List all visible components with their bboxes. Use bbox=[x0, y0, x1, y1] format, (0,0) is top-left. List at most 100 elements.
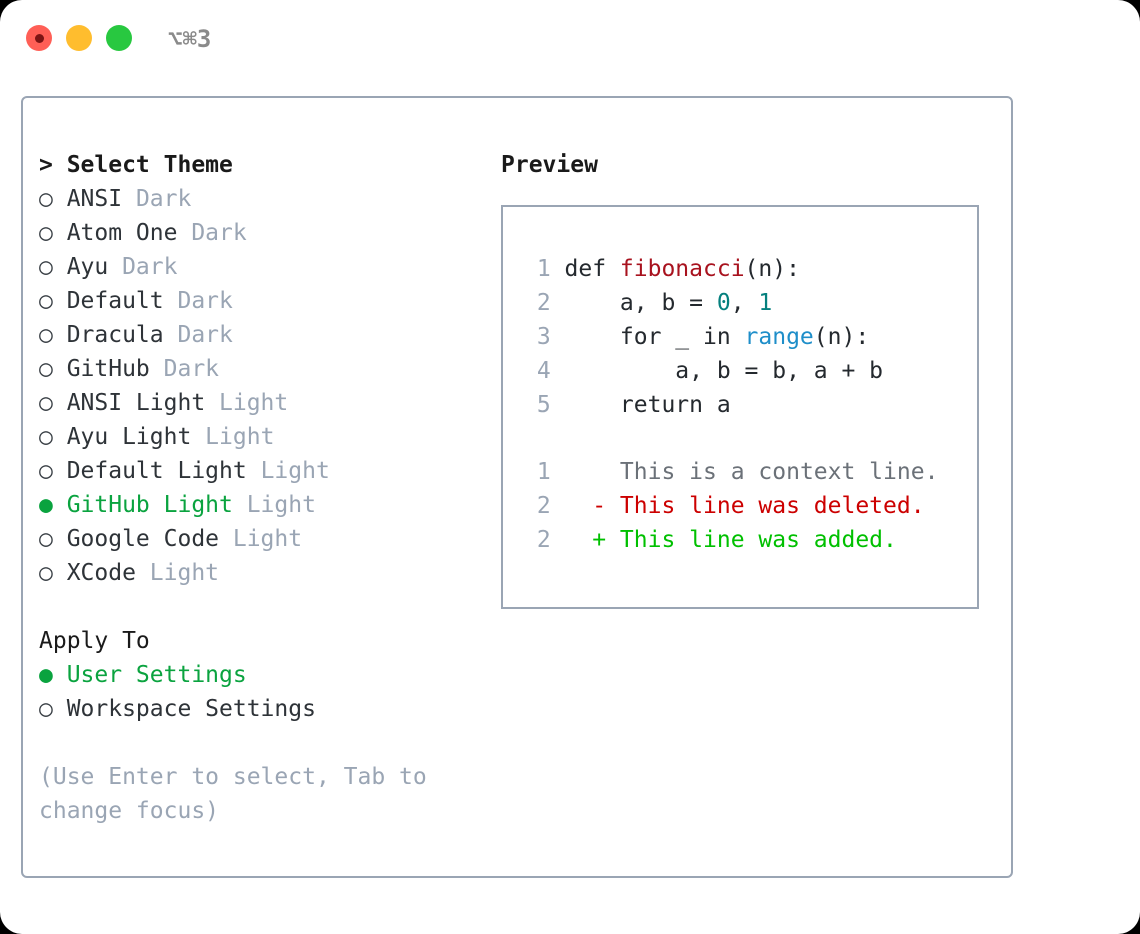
diff-line-number: 2 bbox=[536, 493, 551, 519]
diff-marker: + bbox=[564, 527, 607, 553]
minimize-window-button[interactable] bbox=[66, 25, 92, 51]
maximize-window-button[interactable] bbox=[106, 25, 132, 51]
radio-unselected-icon: ○ bbox=[39, 322, 53, 348]
theme-option[interactable]: ○ Atom One Dark bbox=[39, 216, 489, 250]
diff-line-text: This is a context line. bbox=[606, 459, 939, 485]
radio-selected-icon: ● bbox=[39, 662, 53, 688]
code-token: (n): bbox=[744, 256, 800, 282]
section-spacer bbox=[39, 590, 489, 624]
code-token: range bbox=[744, 324, 814, 350]
radio-unselected-icon: ○ bbox=[39, 356, 53, 382]
theme-option-label: Ayu bbox=[52, 254, 109, 280]
diff-line-number: 1 bbox=[536, 459, 551, 485]
main-panel: > Select Theme ○ ANSI Dark○ Atom One Dar… bbox=[21, 96, 1013, 878]
preview-heading: Preview bbox=[501, 152, 598, 178]
theme-option-tag: Light bbox=[205, 390, 289, 416]
theme-option[interactable]: ○ Dracula Dark bbox=[39, 318, 489, 352]
select-theme-heading: > Select Theme bbox=[39, 152, 233, 178]
theme-option-tag: Light bbox=[232, 492, 316, 518]
theme-option-label: GitHub Light bbox=[52, 492, 233, 518]
theme-option[interactable]: ○ ANSI Dark bbox=[39, 182, 489, 216]
code-line: 4 a, b = b, a + b bbox=[523, 354, 883, 388]
code-line-number: 4 bbox=[536, 358, 551, 384]
theme-option[interactable]: ● GitHub Light Light bbox=[39, 488, 489, 522]
close-window-button[interactable] bbox=[26, 25, 52, 51]
theme-option-tag: Dark bbox=[122, 186, 192, 212]
theme-option-label: Atom One bbox=[52, 220, 178, 246]
diff-line-number: 2 bbox=[536, 527, 551, 553]
code-token: (n): bbox=[813, 324, 870, 350]
theme-option-list[interactable]: ○ ANSI Dark○ Atom One Dark○ Ayu Dark○ De… bbox=[39, 182, 489, 590]
code-token: 1 bbox=[758, 290, 773, 316]
code-line-number: 3 bbox=[536, 324, 551, 350]
code-line: 2 a, b = 0, 1 bbox=[523, 286, 883, 320]
theme-option[interactable]: ○ Default Dark bbox=[39, 284, 489, 318]
theme-option-tag: Dark bbox=[163, 322, 233, 348]
diff-line: 2 + This line was added. bbox=[523, 523, 938, 557]
diff-marker bbox=[565, 459, 607, 485]
radio-unselected-icon: ○ bbox=[39, 254, 53, 280]
code-line-number: 5 bbox=[536, 392, 551, 418]
diff-marker: - bbox=[564, 493, 607, 519]
theme-option-label: ANSI bbox=[52, 186, 123, 212]
code-token: fibonacci bbox=[619, 256, 745, 282]
radio-unselected-icon: ○ bbox=[39, 288, 53, 314]
hint-spacer bbox=[39, 726, 489, 760]
theme-option-label: Ayu Light bbox=[52, 424, 192, 450]
apply-to-option-label: Workspace Settings bbox=[52, 696, 316, 722]
radio-selected-icon: ● bbox=[39, 492, 53, 518]
theme-option-tag: Light bbox=[191, 424, 275, 450]
theme-option[interactable]: ○ ANSI Light Light bbox=[39, 386, 489, 420]
code-token: return a bbox=[564, 392, 731, 418]
radio-unselected-icon: ○ bbox=[39, 390, 53, 416]
theme-option-tag: Dark bbox=[108, 254, 178, 280]
theme-option-label: Dracula bbox=[52, 322, 164, 348]
keyboard-shortcut-label: ⌥⌘3 bbox=[168, 25, 212, 53]
theme-option[interactable]: ○ Google Code Light bbox=[39, 522, 489, 556]
code-token: for _ in bbox=[564, 324, 745, 350]
apply-to-option-list[interactable]: ● User Settings○ Workspace Settings bbox=[39, 658, 489, 726]
diff-line: 1 This is a context line. bbox=[523, 455, 939, 489]
theme-option-label: GitHub bbox=[52, 356, 150, 382]
title-bar: ⌥⌘3 bbox=[0, 0, 1140, 78]
theme-option-tag: Light bbox=[246, 458, 330, 484]
code-line-number: 1 bbox=[536, 256, 551, 282]
theme-option-label: XCode bbox=[52, 560, 136, 586]
theme-option-tag: Dark bbox=[177, 220, 247, 246]
theme-option[interactable]: ○ GitHub Dark bbox=[39, 352, 489, 386]
diff-line-text: This line was added. bbox=[606, 527, 897, 553]
theme-option-label: ANSI Light bbox=[52, 390, 206, 416]
code-token: def bbox=[564, 256, 620, 282]
keyboard-hint-text: (Use Enter to select, Tab to change focu… bbox=[39, 764, 427, 824]
theme-option-label: Google Code bbox=[52, 526, 220, 552]
apply-to-heading: Apply To bbox=[39, 628, 150, 654]
theme-option-tag: Light bbox=[135, 560, 220, 586]
code-token: , bbox=[730, 290, 759, 316]
diff-line: 2 - This line was deleted. bbox=[523, 489, 938, 523]
code-line: 5 return a bbox=[523, 388, 883, 422]
code-token: 0 bbox=[716, 290, 731, 316]
theme-option[interactable]: ○ Ayu Dark bbox=[39, 250, 489, 284]
code-line-number: 2 bbox=[536, 290, 551, 316]
theme-option[interactable]: ○ XCode Light bbox=[39, 556, 489, 590]
radio-unselected-icon: ○ bbox=[39, 458, 53, 484]
code-line: 3 for _ in range(n): bbox=[523, 320, 883, 354]
apply-to-option[interactable]: ○ Workspace Settings bbox=[39, 692, 489, 726]
code-token: a, b = b, a + b bbox=[564, 358, 884, 384]
radio-unselected-icon: ○ bbox=[39, 526, 53, 552]
theme-option[interactable]: ○ Ayu Light Light bbox=[39, 420, 489, 454]
theme-option[interactable]: ○ Default Light Light bbox=[39, 454, 489, 488]
theme-option-tag: Dark bbox=[163, 288, 233, 314]
theme-picker-column: > Select Theme ○ ANSI Dark○ Atom One Dar… bbox=[39, 148, 489, 828]
radio-unselected-icon: ○ bbox=[39, 186, 53, 212]
theme-option-tag: Light bbox=[219, 526, 303, 552]
theme-option-label: Default Light bbox=[52, 458, 247, 484]
traffic-lights bbox=[26, 25, 132, 51]
apply-to-option[interactable]: ● User Settings bbox=[39, 658, 489, 692]
radio-unselected-icon: ○ bbox=[39, 560, 53, 586]
preview-column: Preview bbox=[501, 148, 1001, 182]
code-token: a, b = bbox=[564, 290, 717, 316]
